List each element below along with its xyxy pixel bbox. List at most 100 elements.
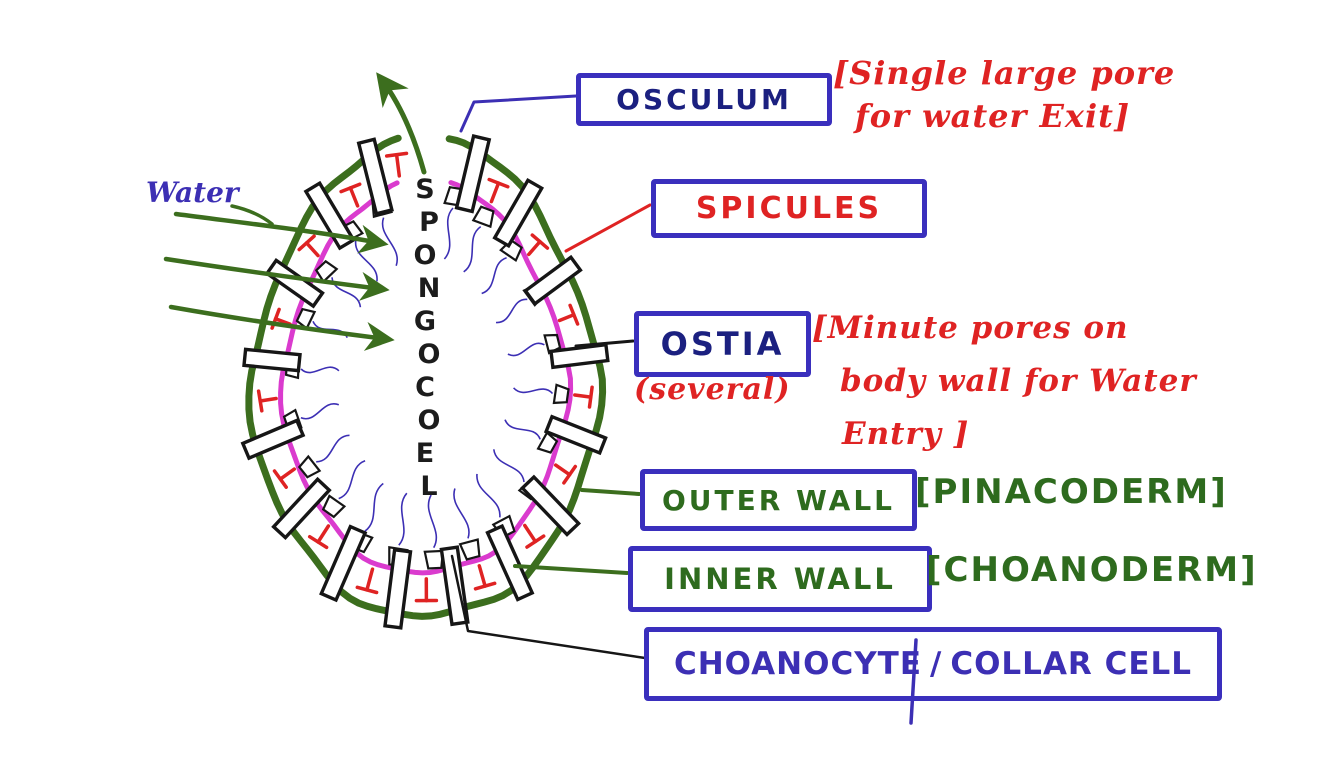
spicule-stem: [304, 241, 320, 258]
osculum-label-box: OSCULUM: [576, 73, 832, 126]
spicule-stem: [553, 463, 572, 477]
choanocyte-cell: [314, 259, 339, 284]
flagellum: [398, 492, 408, 546]
ostia-pores: [240, 134, 610, 630]
spicule-stem: [557, 312, 576, 323]
ostia-label-box: OSTIA: [634, 311, 811, 377]
collar-cell-label: COLLAR CELL: [950, 646, 1193, 682]
water-label: Water: [146, 176, 239, 209]
ostium-pore-tube: [356, 137, 394, 216]
flagellum: [463, 225, 482, 273]
ostium-pore-tube: [492, 177, 545, 249]
choanocyte-cell: [543, 333, 562, 355]
choanoderm-note: [CHOANODERM]: [926, 550, 1258, 590]
choanocyte-cell: [458, 538, 481, 561]
flagellum: [300, 366, 340, 374]
pinacoderm-note: [PINACODERM]: [915, 472, 1228, 512]
spongocoel-letter: O: [418, 339, 441, 370]
choanocyte-label: CHOANOCYTE: [673, 646, 922, 682]
ostia-label: OSTIA: [660, 325, 785, 363]
spicule-stem: [316, 524, 331, 544]
flagellum: [338, 460, 366, 500]
outer-wall-label: OUTER WALL: [661, 483, 896, 517]
ostia-note-line3: Entry ]: [842, 416, 970, 452]
flagellum: [507, 342, 545, 357]
spicule-stem: [527, 239, 542, 257]
outer-wall-connector: [580, 488, 641, 496]
ostium-pore-tube: [543, 414, 608, 456]
water-entry-arrow: [163, 256, 390, 301]
ostium-pore-tube: [454, 134, 492, 214]
osculum-note-line1: [Single large pore: [833, 54, 1176, 92]
spongocoel-letter: E: [416, 438, 434, 469]
ostium-pore-tube: [523, 254, 583, 307]
water-entry-arrow: [173, 211, 389, 254]
water-exit-arrow: [376, 72, 427, 175]
spicule-stem: [573, 393, 593, 399]
spicule-stem: [278, 467, 297, 481]
spicule-stem: [348, 186, 360, 208]
ostium-pore-tube: [383, 547, 413, 630]
inner-wall-label: INNER WALL: [664, 562, 896, 596]
flagellum: [495, 298, 528, 324]
osculum-note: [Single large pore for water Exit]: [833, 52, 1175, 138]
ostia-note-line1: [Minute pores on: [812, 310, 1129, 346]
flagellum: [354, 240, 378, 282]
ostia-qualifier: (several): [634, 372, 791, 407]
spongocoel-letter: G: [414, 306, 436, 337]
osculum-connector: [459, 94, 578, 133]
slash-separator: /: [930, 646, 943, 682]
ostium-pore-tube: [519, 474, 582, 537]
water-entry-arrow: [168, 304, 395, 351]
label-connectors: [450, 94, 918, 725]
ostia-note-line2: body wall for Water: [840, 363, 1197, 399]
spicule-stem: [365, 567, 375, 592]
body-walls: [245, 134, 607, 620]
spongocoel-letter: C: [415, 372, 435, 403]
inner-wall-label-box: INNER WALL: [628, 546, 932, 612]
flagellum: [504, 419, 541, 440]
spongocoel-letter: L: [420, 471, 437, 502]
slash-stroke: [909, 638, 918, 725]
flagellum: [316, 434, 350, 463]
ostium-pore-tube: [242, 347, 302, 373]
ostium-pore-tube: [240, 418, 306, 461]
spicule-stem: [394, 152, 402, 178]
choanocyte-cell: [321, 494, 347, 519]
choanocyte-connector: [450, 554, 647, 660]
spicules-label: SPICULES: [695, 191, 883, 226]
water-label-tail: [230, 204, 274, 226]
outer-wall-pinacoderm: [245, 134, 607, 620]
ostium-pore-tube: [303, 180, 356, 251]
flagellum: [364, 482, 384, 532]
osculum-label: OSCULUM: [616, 83, 792, 116]
flagellum: [453, 488, 470, 539]
inner-wall-choanoderm: [278, 180, 574, 576]
flagellum: [443, 207, 454, 260]
flagellum: [300, 403, 340, 420]
flagellum: [481, 256, 507, 295]
flagellum: [513, 387, 554, 395]
spongocoel-letter: N: [418, 273, 441, 304]
spongocoel-letter: S: [415, 174, 434, 205]
spicule-stem: [273, 317, 292, 326]
spicule-stem: [523, 523, 538, 544]
flagellum: [427, 494, 438, 549]
spongocoel-letter: O: [414, 240, 437, 271]
inner-wall-connector: [513, 564, 629, 575]
osculum-note-line2: for water Exit]: [855, 97, 1131, 135]
spongocoel-letter: P: [419, 207, 439, 238]
flagellum: [476, 473, 501, 518]
choanocyte-cell: [471, 205, 495, 229]
ostia-note: [Minute pores on body wall for Water Ent…: [812, 302, 1197, 461]
choanocyte-cell: [536, 430, 559, 454]
ostia-connector: [574, 339, 635, 348]
flagellum: [493, 449, 525, 483]
spicule-stem: [489, 181, 501, 204]
outer-wall-label-box: OUTER WALL: [640, 469, 917, 531]
spongocoel-letter: O: [418, 405, 441, 436]
choanocyte-label-box: CHOANOCYTE / COLLAR CELL: [644, 627, 1222, 701]
